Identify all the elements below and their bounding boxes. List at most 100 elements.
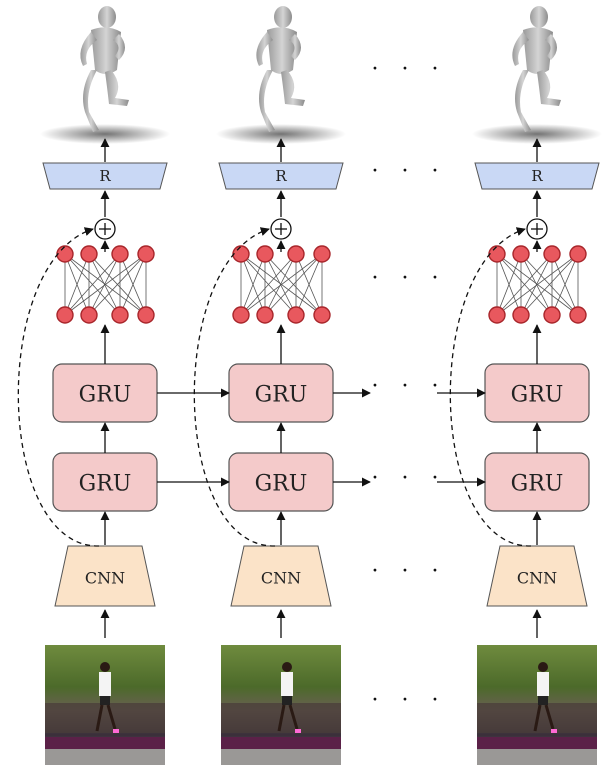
neuron-top [488, 245, 506, 263]
arm-right [545, 34, 557, 60]
runner-shoe [551, 729, 557, 733]
regressor-box [218, 162, 344, 190]
ad-banner [221, 737, 341, 749]
ad-banner [477, 737, 597, 749]
runner-shirt [99, 672, 111, 696]
ellipsis-dots: · · · [372, 688, 447, 713]
cnn-box [230, 545, 332, 607]
ellipsis-dots: · · · [372, 374, 447, 399]
skip-connection-arrow [449, 227, 532, 547]
neuron-top [313, 245, 331, 263]
mlp-connection [520, 253, 579, 316]
video-frame-image [477, 645, 597, 765]
human-mesh-icon [216, 6, 346, 144]
leg-left [83, 70, 99, 132]
mlp-connection [240, 253, 323, 316]
ad-banner [45, 737, 165, 749]
neuron-top [56, 245, 74, 263]
head [274, 6, 292, 28]
torso [267, 27, 297, 74]
gru-layer-2-label: GRU [79, 383, 132, 408]
head [98, 6, 116, 28]
regressor-label: R [99, 167, 111, 185]
arm-right [289, 34, 301, 60]
arm-left [256, 32, 273, 66]
crowd [45, 703, 165, 733]
runner-head [538, 662, 548, 672]
neuron-top [80, 245, 98, 263]
runner-leg [544, 704, 555, 730]
mlp-connection [119, 253, 147, 316]
video-frame-image [221, 645, 341, 765]
neuron-bottom [137, 306, 155, 324]
neuron-bottom [512, 306, 530, 324]
neuron-bottom [569, 306, 587, 324]
ground-shadow [216, 124, 346, 144]
regressor-box [474, 162, 600, 190]
column-frame-1: R GRU GRU CNN [17, 6, 170, 765]
neuron-bottom [80, 306, 98, 324]
leg-left [515, 70, 531, 132]
mlp-connection [64, 253, 147, 316]
arm-left [80, 32, 97, 66]
runner-leg [106, 704, 117, 730]
ellipsis-dots: · · · [372, 559, 447, 584]
gru-layer-1-label: GRU [79, 472, 132, 497]
mlp-connection [295, 253, 323, 316]
human-mesh-icon [40, 6, 170, 144]
mlp-connection [264, 253, 323, 316]
leg-right [105, 70, 129, 106]
mlp-connection [64, 253, 90, 316]
runner-leg [95, 704, 104, 732]
mlp-connection [496, 253, 522, 316]
neuron-bottom [287, 306, 305, 324]
neuron-top [512, 245, 530, 263]
neuron-bottom [543, 306, 561, 324]
runner-leg [533, 704, 542, 732]
gru-layer-2-label: GRU [511, 383, 564, 408]
mlp-connection [496, 253, 553, 316]
regressor-box [42, 162, 168, 190]
runner-shirt [281, 672, 293, 696]
ellipsis-dots: · · · [372, 266, 447, 291]
runner-shoe [113, 729, 119, 733]
cnn-box [54, 545, 156, 607]
road [477, 749, 597, 765]
runner-head [100, 662, 110, 672]
gru-layer-1-label: GRU [511, 472, 564, 497]
neuron-bottom [232, 306, 250, 324]
head [530, 6, 548, 28]
mlp-connection [264, 253, 297, 316]
neuron-top [287, 245, 305, 263]
regressor-label: R [531, 167, 543, 185]
column-frame-t: R GRU GRU CNN [449, 6, 602, 765]
runner-shorts [282, 696, 292, 705]
ellipsis-dots: · · · [372, 159, 447, 184]
ground-shadow [40, 124, 170, 144]
human-mesh-icon [472, 6, 602, 144]
mlp-connection [240, 253, 266, 316]
neuron-bottom [56, 306, 74, 324]
neuron-top [569, 245, 587, 263]
cnn-label: CNN [85, 569, 125, 588]
ellipsis-dots: · · · [372, 466, 447, 491]
skip-connection-arrow [17, 227, 100, 547]
runner-shoe [295, 729, 301, 733]
mlp-connection [88, 253, 121, 316]
neuron-top [111, 245, 129, 263]
leg-right [281, 70, 305, 106]
neuron-top [256, 245, 274, 263]
gru-layer-1-label: GRU [255, 472, 308, 497]
neuron-bottom [111, 306, 129, 324]
mlp-connection [240, 253, 297, 316]
neuron-bottom [256, 306, 274, 324]
ground-shadow [472, 124, 602, 144]
runner-leg [277, 704, 286, 732]
runner-shirt [537, 672, 549, 696]
arm-right [113, 34, 125, 60]
neuron-top [543, 245, 561, 263]
mlp-connection [520, 253, 553, 316]
runner-head [282, 662, 292, 672]
cnn-label: CNN [517, 569, 557, 588]
